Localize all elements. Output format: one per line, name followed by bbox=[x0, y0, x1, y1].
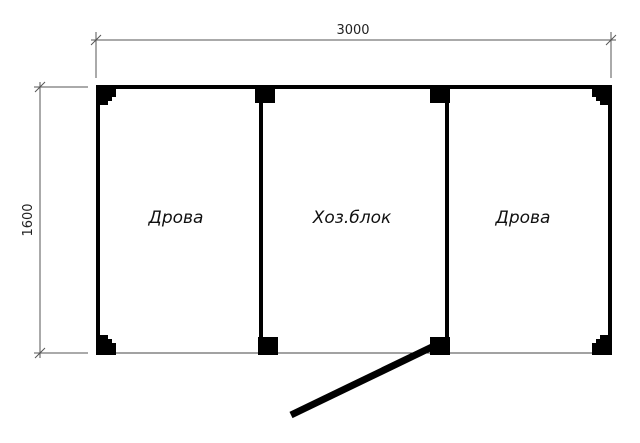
room-label-firewood-left: Дрова bbox=[148, 208, 204, 228]
post-partition-right-top bbox=[430, 85, 450, 103]
room-label-utility-block: Хоз.блок bbox=[312, 208, 392, 228]
width-dimension-label: 3000 bbox=[336, 23, 369, 38]
corner-posts bbox=[96, 85, 612, 355]
post-partition-left-top bbox=[255, 85, 275, 103]
height-tick-top bbox=[34, 81, 46, 93]
post-partition-right-bottom bbox=[430, 337, 450, 355]
left-outer-wall bbox=[96, 85, 100, 355]
height-dimension-label: 1600 bbox=[21, 203, 36, 236]
post-bottom-left bbox=[96, 335, 116, 355]
partition-right bbox=[445, 85, 449, 355]
right-outer-wall bbox=[608, 85, 612, 355]
top-wall bbox=[96, 85, 612, 89]
door-leaf bbox=[289, 342, 436, 419]
post-top-left bbox=[96, 85, 116, 105]
height-tick-bottom bbox=[34, 347, 46, 359]
walls bbox=[96, 85, 612, 355]
post-top-right bbox=[592, 85, 612, 105]
post-partition-left-bottom bbox=[258, 337, 278, 355]
height-dimension bbox=[34, 81, 88, 359]
post-bottom-right bbox=[592, 335, 612, 355]
partition-left bbox=[259, 85, 263, 355]
room-label-firewood-right: Дрова bbox=[495, 208, 551, 228]
width-tick-left bbox=[90, 34, 102, 46]
width-tick-right bbox=[605, 34, 617, 46]
width-dimension bbox=[90, 32, 617, 78]
